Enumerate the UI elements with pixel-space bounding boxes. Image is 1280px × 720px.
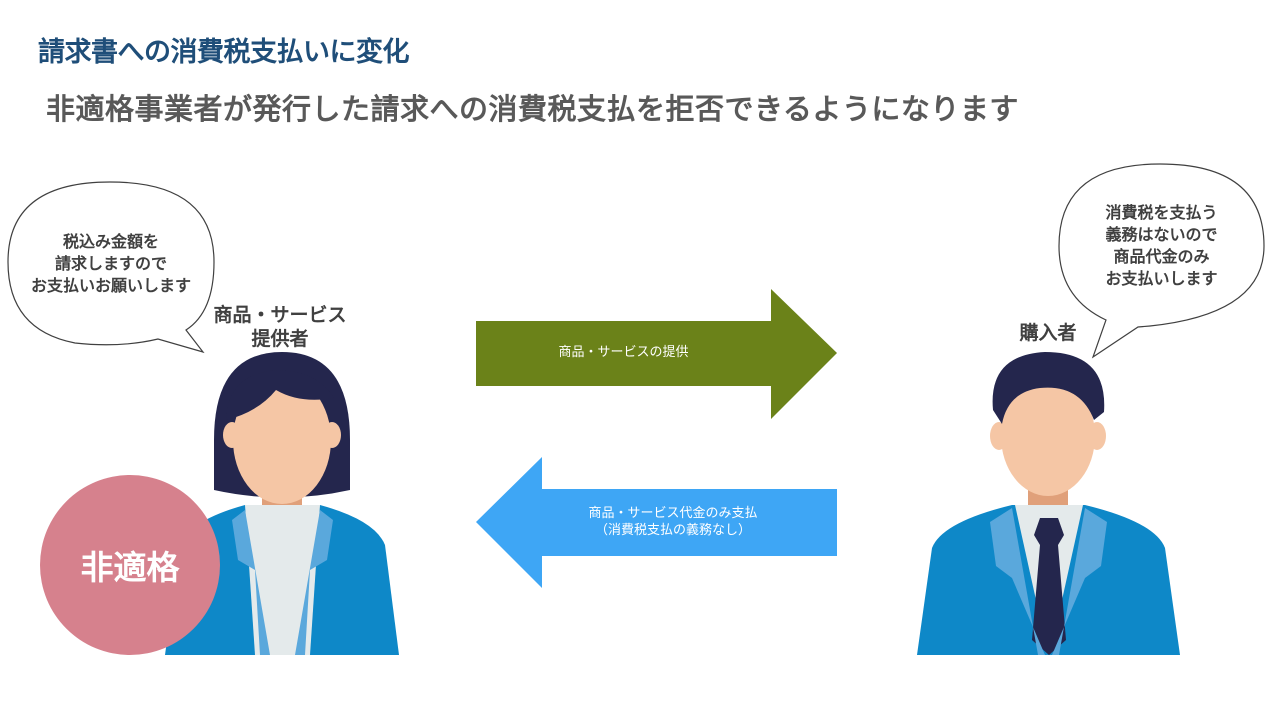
- buyer-speech-line: 消費税を支払う: [1105, 203, 1218, 222]
- non-qualified-badge-label: 非適格: [80, 548, 180, 587]
- buyer-label: 購入者: [1019, 322, 1077, 344]
- payment-arrow: [476, 457, 837, 588]
- provide-arrow-label: 商品・サービスの提供: [558, 345, 689, 360]
- seller-speech-line: 税込み金額を: [62, 232, 159, 251]
- payment-arrow-label-line2: （消費税支払の義務なし）: [594, 523, 751, 538]
- seller-speech-line: お支払いお願いします: [30, 276, 191, 295]
- page-subtitle: 非適格事業者が発行した請求への消費税支払を拒否できるようになります: [46, 92, 1019, 126]
- buyer-speech-line: 義務はないので: [1105, 225, 1218, 244]
- page-title: 請求書への消費税支払いに変化: [38, 37, 410, 68]
- seller-label-line: 提供者: [251, 328, 309, 350]
- seller-speech-bubble: [7, 181, 215, 354]
- seller-speech-text: 税込み金額を 請求しますので お支払いお願いします: [8, 231, 214, 297]
- buyer-speech-text: 消費税を支払う 義務はないので 商品代金のみ お支払いします: [1059, 202, 1264, 290]
- buyer-speech-bubble: [1058, 163, 1265, 359]
- buyer-speech-line: お支払いします: [1105, 269, 1218, 288]
- buyer-figure: [917, 352, 1180, 655]
- payment-arrow-label: 商品・サービス代金のみ支払 （消費税支払の義務なし）: [542, 505, 804, 539]
- seller-label-line: 商品・サービス: [213, 304, 347, 326]
- non-qualified-badge: 非適格: [40, 475, 220, 655]
- buyer-speech-line: 商品代金のみ: [1113, 247, 1210, 266]
- seller-speech-line: 請求しますので: [54, 254, 167, 273]
- seller-label: 商品・サービス 提供者: [200, 303, 360, 351]
- payment-arrow-label-line1: 商品・サービス代金のみ支払: [588, 506, 758, 521]
- provide-arrow: [476, 289, 837, 419]
- seller-figure: [165, 352, 399, 655]
